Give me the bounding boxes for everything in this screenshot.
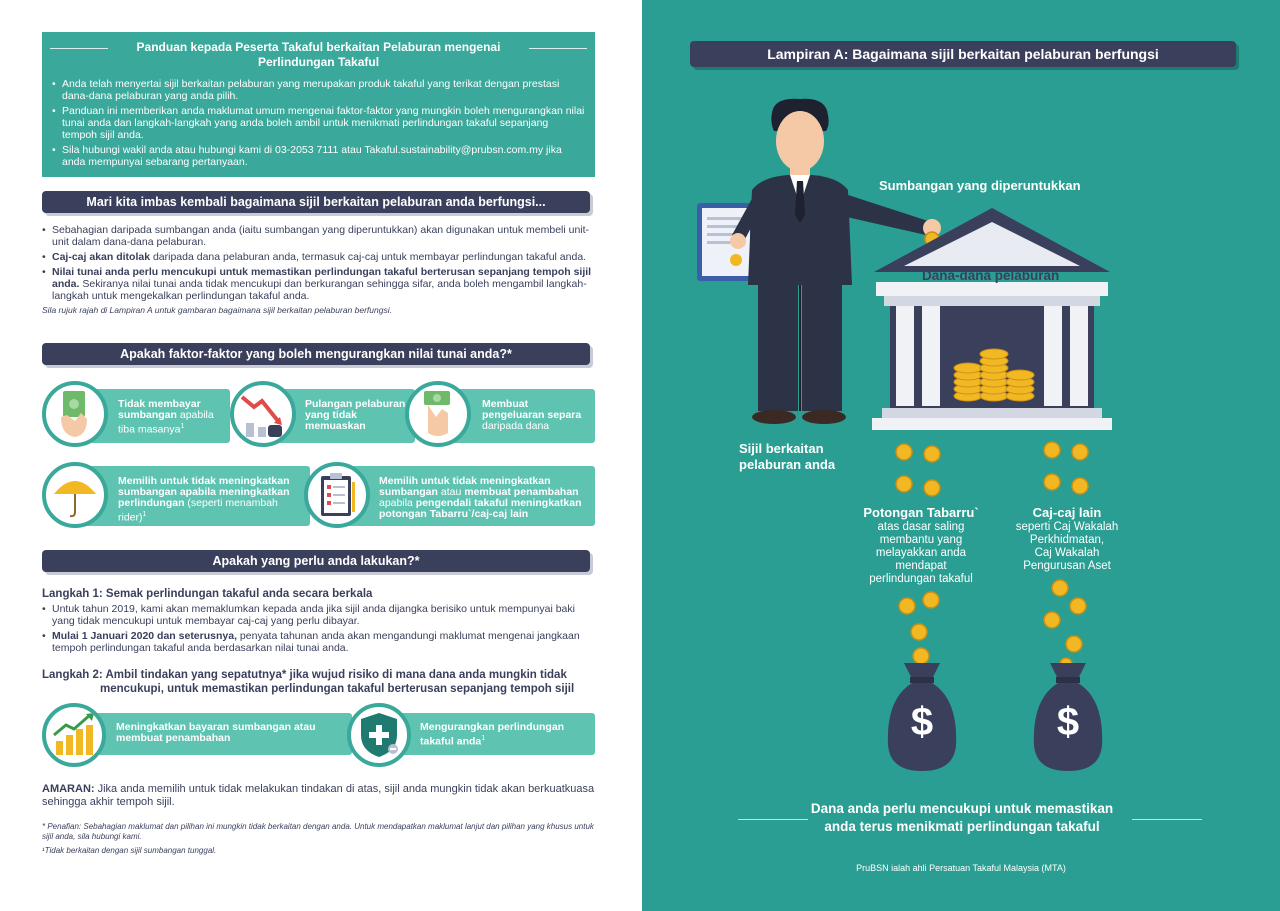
tabarru-description: atas dasar saling membantu yang melayakk… bbox=[869, 521, 973, 585]
action-card bbox=[80, 713, 352, 755]
money-hand-icon bbox=[42, 381, 108, 447]
intro-box: Panduan kepada Peserta Takaful berkaitan… bbox=[42, 32, 595, 177]
factor-text-4: Memilih untuk tidak meningkatkan sumbang… bbox=[118, 475, 290, 524]
section-header-how-it-works: Mari kita imbas kembali bagaimana sijil … bbox=[42, 191, 590, 213]
factor-card bbox=[340, 466, 595, 526]
action-text-2: Mengurangkan perlindungan takaful anda1 bbox=[420, 721, 565, 748]
step1-text: Untuk tahun 2019, kami akan memaklumkan … bbox=[42, 603, 597, 657]
factor-card bbox=[80, 466, 310, 526]
step2-title: Langkah 2: Ambil tindakan yang sepatutny… bbox=[42, 669, 575, 695]
disclaimer-footnote: * Penafian: Sebahagian maklumat dan pili… bbox=[42, 822, 594, 841]
warning-text: AMARAN: Jika anda memilih untuk tidak me… bbox=[42, 783, 595, 808]
money-bag-icon bbox=[887, 663, 957, 771]
dollar-sign: $ bbox=[1056, 700, 1080, 744]
left-page: Panduan kepada Peserta Takaful berkaitan… bbox=[0, 0, 640, 911]
investment-funds-label: Dana-dana pelaburan bbox=[922, 268, 1060, 283]
factor-text-2: Pulangan pelaburan yang tidak memuaskan bbox=[305, 398, 406, 432]
other-charges-description: seperti Caj Wakalah Perkhidmatan, Caj Wa… bbox=[1015, 521, 1119, 572]
intro-bullet: Anda telah menyertai sijil berkaitan pel… bbox=[52, 78, 585, 102]
how-it-works-text: Sebahagian daripada sumbangan anda (iait… bbox=[42, 224, 597, 315]
coins-falling-icon bbox=[898, 591, 940, 665]
how-bullet: Sebahagian daripada sumbangan anda (iait… bbox=[42, 224, 597, 248]
withdrawal-hand-icon bbox=[405, 381, 471, 447]
factor-text-3: Membuat pengeluaran separa daripada dana bbox=[482, 398, 582, 432]
bank-building-illustration bbox=[872, 208, 1112, 430]
coins-falling-icon bbox=[895, 443, 941, 497]
section-header-factors: Apakah faktor-faktor yang boleh menguran… bbox=[42, 343, 590, 365]
mta-membership: PruBSN ialah ahli Persatuan Takaful Mala… bbox=[856, 863, 1066, 873]
shield-plus-icon bbox=[347, 703, 411, 767]
intro-bullets: Anda telah menyertai sijil berkaitan pel… bbox=[52, 78, 585, 168]
section-header-actions: Apakah yang perlu anda lakukan?* bbox=[42, 550, 590, 572]
conclusion-text: Dana anda perlu mencukupi untuk memastik… bbox=[810, 801, 1114, 834]
action-text-1: Meningkatkan bayaran sumbangan atau memb… bbox=[116, 721, 316, 744]
coins-falling-icon bbox=[1043, 441, 1089, 495]
single-contribution-footnote: ¹Tidak berkaitan dengan sijil sumbangan … bbox=[42, 846, 217, 855]
intro-title: Panduan kepada Peserta Takaful berkaitan… bbox=[50, 40, 587, 70]
step1-title: Langkah 1: Semak perlindungan takaful an… bbox=[42, 588, 373, 600]
action-card bbox=[383, 713, 595, 755]
other-charges-title: Caj-caj lain bbox=[1032, 505, 1102, 520]
divider-line bbox=[1132, 819, 1202, 820]
appendix-note: Sila rujuk rajah di Lampiran A untuk gam… bbox=[42, 305, 392, 315]
umbrella-icon bbox=[42, 462, 108, 528]
divider-line bbox=[738, 819, 808, 820]
clipboard-icon bbox=[304, 462, 370, 528]
factor-text-1: Tidak membayar sumbangan apabila tiba ma… bbox=[118, 398, 214, 436]
intro-bullet: Sila hubungi wakil anda atau hubungi kam… bbox=[52, 144, 585, 168]
dollar-sign: $ bbox=[910, 700, 934, 744]
right-page: Lampiran A: Bagaimana sijil berkaitan pe… bbox=[642, 0, 1280, 911]
certificate-label: Sijil berkaitan pelaburan anda bbox=[739, 441, 836, 472]
appendix-header: Lampiran A: Bagaimana sijil berkaitan pe… bbox=[690, 41, 1236, 67]
factor-text-5: Memilih untuk tidak meningkatkan sumbang… bbox=[379, 475, 582, 520]
money-bag-icon bbox=[1033, 663, 1103, 771]
step1-bullet: Untuk tahun 2019, kami akan memaklumkan … bbox=[42, 603, 597, 627]
declining-chart-icon bbox=[230, 381, 296, 447]
tabarru-title: Potongan Tabarru` bbox=[863, 505, 979, 520]
how-bullet: Nilai tunai anda perlu mencukupi untuk m… bbox=[42, 266, 597, 302]
step1-bullet: Mulai 1 Januari 2020 dan seterusnya, pen… bbox=[42, 630, 597, 654]
growth-chart-icon bbox=[42, 703, 106, 767]
how-bullet: Caj-caj akan ditolak daripada dana pelab… bbox=[42, 251, 597, 263]
allocated-contribution-label: Sumbangan yang diperuntukkan bbox=[879, 178, 1081, 193]
businessman-illustration bbox=[697, 98, 941, 424]
intro-bullet: Panduan ini memberikan anda maklumat umu… bbox=[52, 105, 585, 141]
